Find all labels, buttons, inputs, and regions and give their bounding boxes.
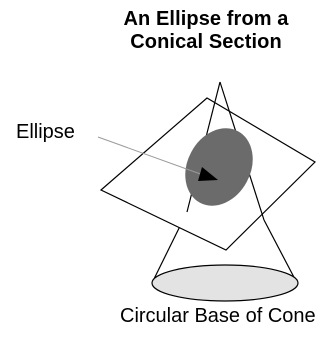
title-line-2: Conical Section (96, 31, 316, 54)
ellipse-label: Ellipse (16, 120, 75, 144)
title-line-1: An Ellipse from a (96, 8, 316, 31)
circular-base (152, 265, 298, 301)
diagram-title: An Ellipse from a Conical Section (96, 8, 316, 54)
base-label: Circular Base of Cone (120, 304, 316, 328)
